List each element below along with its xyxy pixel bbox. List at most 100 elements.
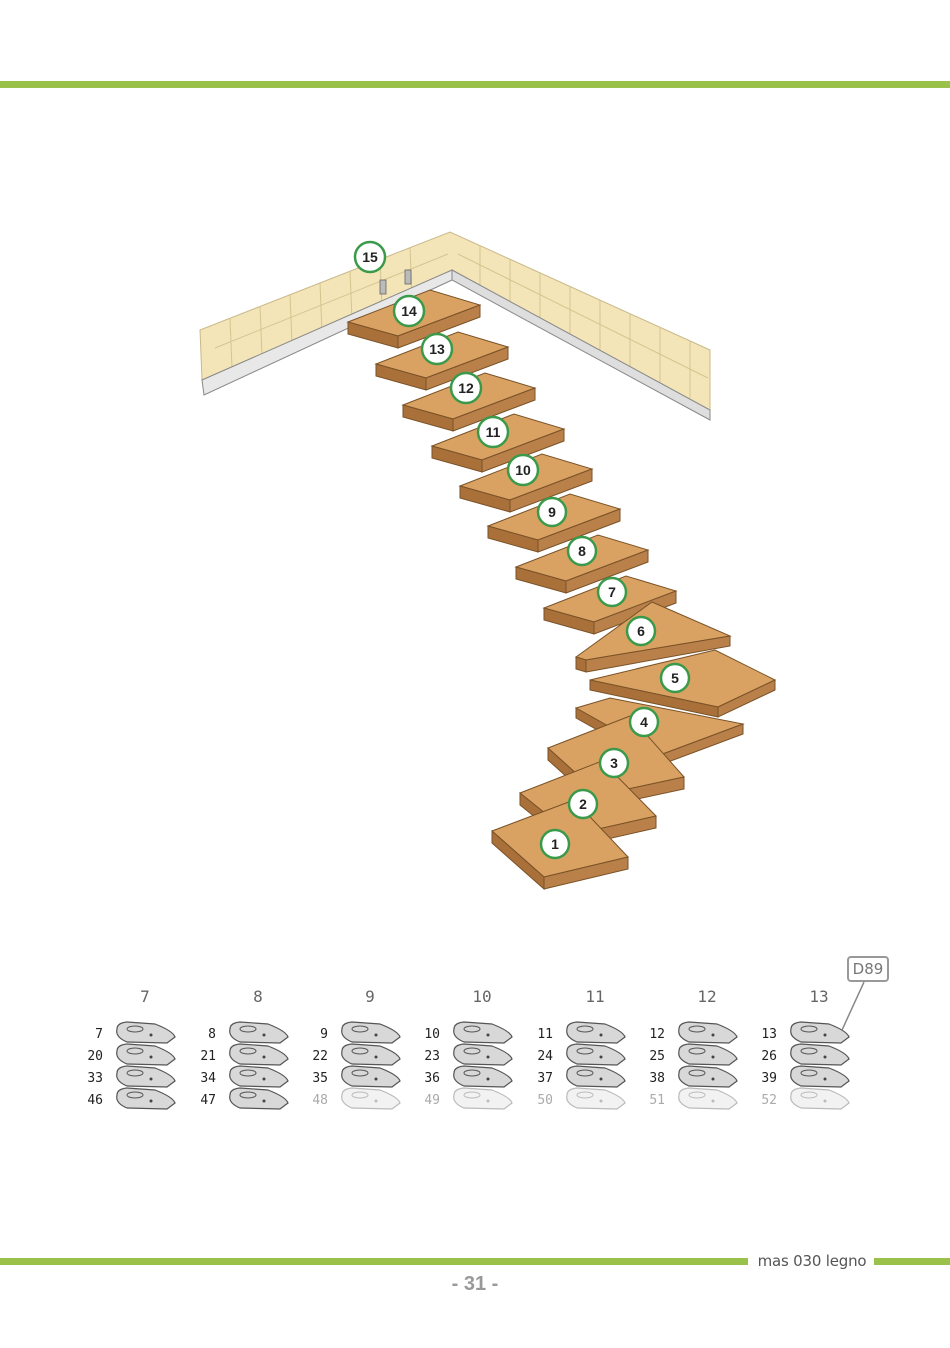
step-badge-4: 4	[628, 706, 660, 738]
plate-number: 52	[761, 1093, 777, 1108]
svg-text:7: 7	[608, 584, 616, 600]
plate-number: 21	[200, 1049, 216, 1064]
plate-icon	[453, 1021, 513, 1044]
svg-text:3: 3	[610, 755, 618, 771]
plate-number: 35	[312, 1071, 328, 1086]
plate-number: 26	[761, 1049, 777, 1064]
plate-number: 50	[537, 1093, 553, 1108]
svg-text:11: 11	[486, 424, 501, 440]
plate-icon	[566, 1065, 626, 1088]
plate-number: 9	[320, 1027, 328, 1042]
svg-text:14: 14	[401, 303, 417, 319]
svg-text:4: 4	[640, 714, 648, 730]
svg-text:2: 2	[579, 796, 587, 812]
bottom-accent-bar-right	[874, 1258, 950, 1265]
plate-number: 7	[95, 1027, 103, 1042]
plate-number: 10	[424, 1027, 440, 1042]
step-badge-2: 2	[567, 788, 599, 820]
plate-icon	[678, 1021, 738, 1044]
svg-text:12: 12	[458, 380, 474, 396]
plate-icon	[341, 1021, 401, 1044]
plate-icon	[229, 1043, 289, 1066]
step-badge-10: 10	[506, 453, 540, 487]
svg-text:10: 10	[515, 462, 531, 478]
plate-icon	[453, 1065, 513, 1088]
plate-column-header: 9	[365, 987, 375, 1006]
plate-icon	[790, 1021, 850, 1044]
plate-number: 34	[200, 1071, 216, 1086]
plate-icon	[341, 1065, 401, 1088]
bottom-accent-bar-left	[0, 1258, 748, 1265]
step-badge-5: 5	[659, 662, 691, 694]
plate-icon	[566, 1021, 626, 1044]
step-badge-12: 12	[449, 371, 483, 405]
plate-number: 23	[424, 1049, 440, 1064]
plate-icon	[116, 1065, 176, 1088]
plate-number: 24	[537, 1049, 553, 1064]
plate-icon	[678, 1065, 738, 1088]
plate-icon	[453, 1043, 513, 1066]
plate-number: 12	[649, 1027, 665, 1042]
plate-number: 11	[537, 1027, 553, 1042]
step-badge-3: 3	[598, 747, 630, 779]
plate-column-header: 13	[809, 987, 828, 1006]
treads	[346, 289, 777, 891]
plate-icon	[566, 1087, 626, 1110]
step-badge-9: 9	[536, 496, 568, 528]
plate-column-header: 7	[140, 987, 150, 1006]
plate-icon	[116, 1087, 176, 1110]
page-number: - 31 -	[451, 1273, 499, 1295]
step-badge-15: 15	[353, 240, 387, 274]
plate-number: 20	[87, 1049, 103, 1064]
plate-icon	[453, 1087, 513, 1110]
plate-number: 48	[312, 1093, 328, 1108]
plate-number: 37	[537, 1071, 553, 1086]
plate-icon	[790, 1087, 850, 1110]
step-badge-6: 6	[625, 615, 657, 647]
plate-column-header: 11	[585, 987, 604, 1006]
step-badge-11: 11	[476, 415, 510, 449]
top-bracket	[379, 269, 412, 295]
plate-number: 49	[424, 1093, 440, 1108]
plate-icon	[790, 1043, 850, 1066]
plate-column-header: 8	[253, 987, 263, 1006]
svg-text:13: 13	[429, 341, 445, 357]
svg-text:8: 8	[578, 543, 586, 559]
svg-text:1: 1	[551, 836, 559, 852]
step-badge-14: 14	[392, 294, 426, 328]
plate-icon	[678, 1087, 738, 1110]
plate-number: 39	[761, 1071, 777, 1086]
step-badge-1: 1	[539, 828, 571, 860]
step-badge-13: 13	[420, 332, 454, 366]
step-badge-8: 8	[566, 535, 598, 567]
plate-column-header: 10	[472, 987, 491, 1006]
upper-floor	[199, 231, 711, 421]
plate-column-header: 12	[697, 987, 716, 1006]
plate-number: 22	[312, 1049, 328, 1064]
plate-icon	[566, 1043, 626, 1066]
plate-icon	[229, 1087, 289, 1110]
staircase-diagram: 1 2 3 4 5 6 7 8 9 10 11 12 13 14 15	[199, 231, 777, 891]
plate-icon	[229, 1021, 289, 1044]
plate-icon	[341, 1043, 401, 1066]
plate-number: 38	[649, 1071, 665, 1086]
svg-text:15: 15	[362, 249, 378, 265]
plate-icon	[229, 1065, 289, 1088]
plate-number: 25	[649, 1049, 665, 1064]
plate-number: 8	[208, 1027, 216, 1042]
plate-number: 13	[761, 1027, 777, 1042]
top-accent-bar	[0, 81, 950, 88]
plate-icon	[116, 1021, 176, 1044]
plate-icon	[790, 1065, 850, 1088]
plate-icon	[341, 1087, 401, 1110]
plate-number: 36	[424, 1071, 440, 1086]
plate-number: 51	[649, 1093, 665, 1108]
plate-number: 46	[87, 1093, 103, 1108]
plate-number: 47	[200, 1093, 216, 1108]
step-badges: 1 2 3 4 5 6 7 8 9 10 11 12 13 14 15	[353, 240, 691, 860]
product-name: mas 030 legno	[757, 1252, 867, 1270]
svg-text:6: 6	[637, 623, 645, 639]
plate-number: 33	[87, 1071, 103, 1086]
plate-icon	[678, 1043, 738, 1066]
step-badge-7: 7	[596, 576, 628, 608]
